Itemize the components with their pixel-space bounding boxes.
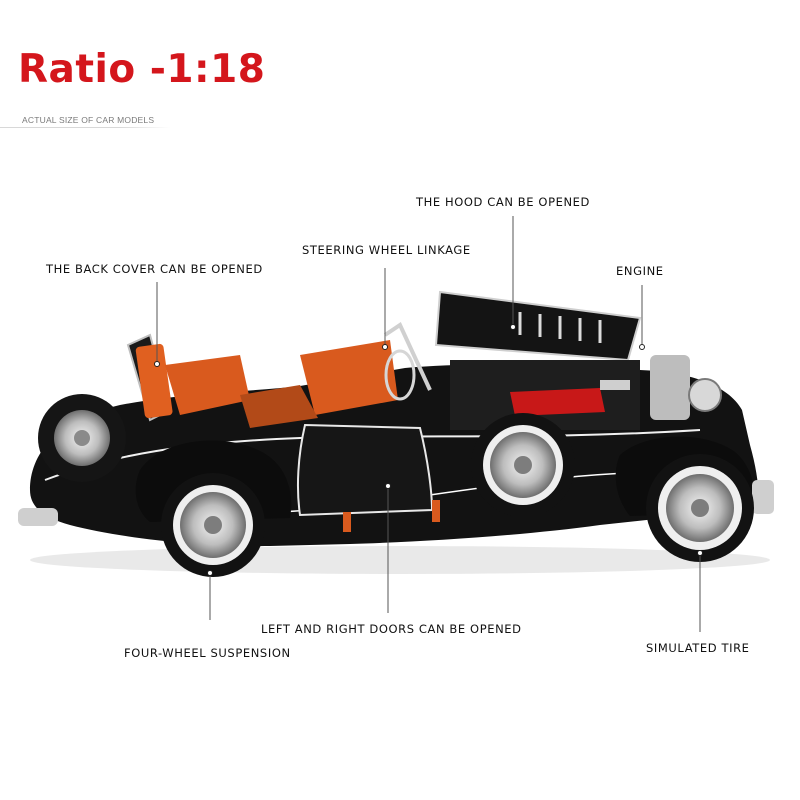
callout-doors: LEFT AND RIGHT DOORS CAN BE OPENED [261, 622, 522, 636]
car-shadow [30, 546, 770, 574]
rear-bumper [18, 508, 58, 526]
dot-tire [697, 550, 703, 556]
dot-back-cover [154, 361, 160, 367]
cabin-floor [240, 385, 318, 428]
rear-seat [165, 355, 250, 415]
spare-hub [74, 430, 90, 446]
ratio-title: Ratio -1:18 [18, 47, 266, 92]
front-seat [300, 340, 398, 415]
windshield-frame [383, 322, 432, 391]
front-wheel-inner-hub [514, 456, 532, 474]
dot-doors [385, 483, 391, 489]
hood-panel [434, 290, 642, 362]
subtitle: ACTUAL SIZE OF CAR MODELS [22, 115, 155, 125]
engine-chrome-pipe [600, 380, 630, 390]
headlamp [688, 378, 722, 412]
dot-steering [382, 344, 388, 350]
door-strap [343, 512, 351, 532]
front-bumper [752, 480, 774, 514]
steering-wheel [384, 349, 416, 401]
dot-engine [639, 344, 645, 350]
door-strap-2 [432, 500, 440, 522]
callout-suspension: FOUR-WHEEL SUSPENSION [124, 646, 291, 660]
leader-lines [156, 216, 701, 632]
open-door [296, 423, 434, 517]
back-cover-interior [135, 343, 173, 419]
dot-hood [510, 324, 516, 330]
radiator-grille [650, 355, 690, 420]
dot-suspension [207, 570, 213, 576]
rear-wheel-hub [204, 516, 222, 534]
callout-hood: THE HOOD CAN BE OPENED [416, 195, 590, 209]
callout-tire: SIMULATED TIRE [646, 641, 750, 655]
callout-engine: ENGINE [616, 264, 664, 278]
hood-vents [518, 312, 602, 343]
callout-steering: STEERING WHEEL LINKAGE [302, 243, 471, 257]
subtitle-underline [0, 127, 170, 128]
callout-back-cover: THE BACK COVER CAN BE OPENED [46, 262, 263, 276]
leader-dots [154, 324, 703, 576]
engine-block [510, 388, 605, 416]
front-wheel-hub [691, 499, 709, 517]
